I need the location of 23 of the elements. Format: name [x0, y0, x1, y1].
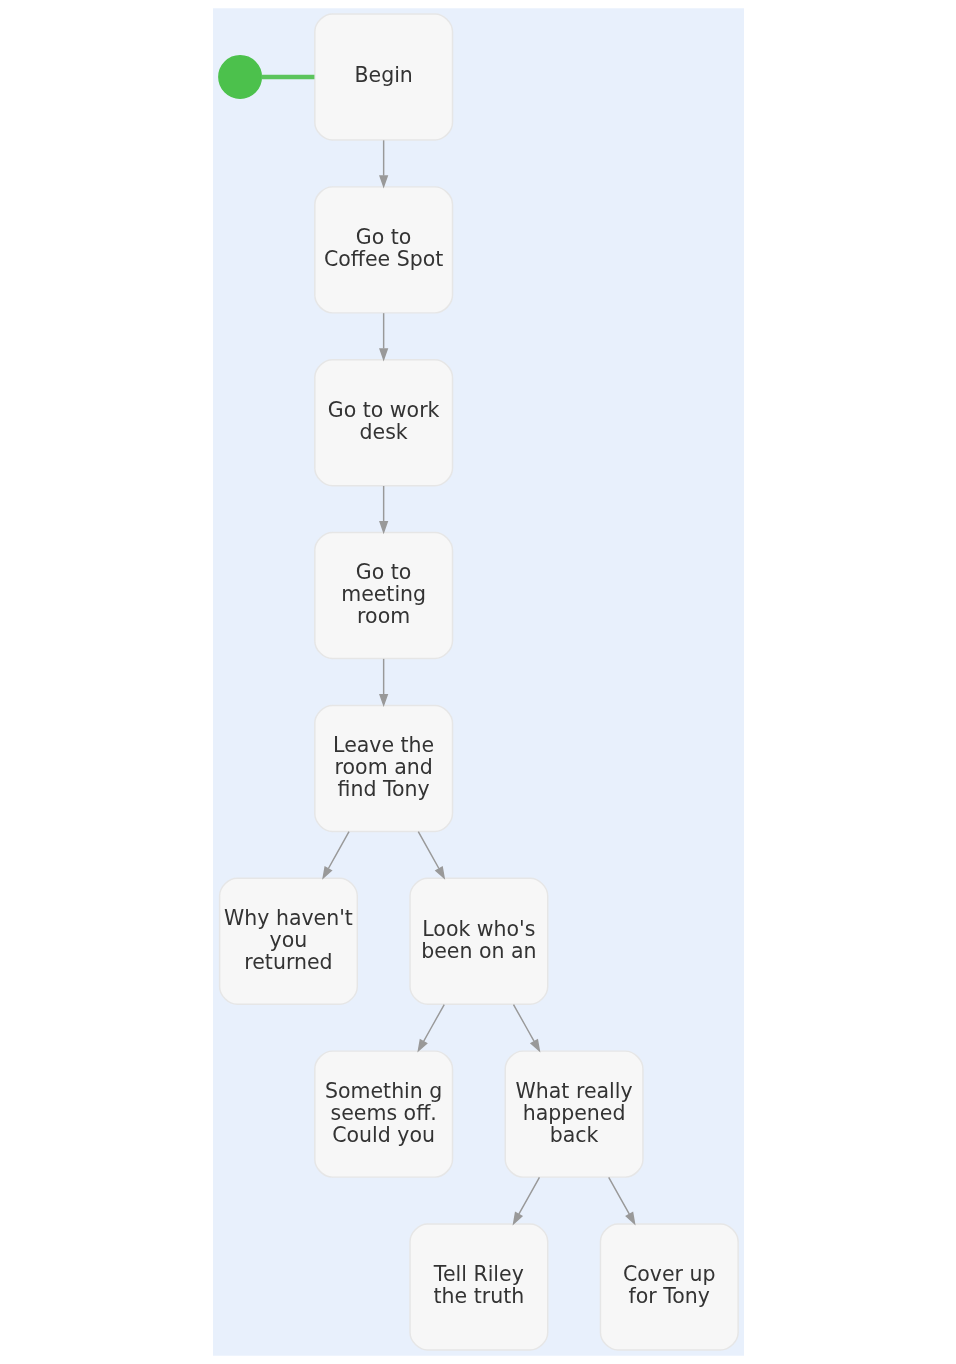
arrow: [378, 139, 388, 189]
node-box: What really happened back: [504, 1050, 644, 1178]
node-box: Go to Coffee Spot: [313, 186, 453, 314]
node-box: Begin: [313, 13, 453, 141]
arrow: [321, 831, 350, 880]
arrow: [378, 485, 388, 535]
node-box: Go to meeting room: [313, 531, 453, 660]
arrow: [512, 1003, 540, 1053]
node-box: Leave the room and find Tony: [313, 704, 453, 833]
node-box: Somethin g seems off. Could you: [313, 1050, 453, 1178]
arrow: [416, 1003, 445, 1053]
connector: [260, 74, 314, 80]
node-circle: [217, 55, 262, 99]
node-box: Cover up for Tony: [599, 1223, 739, 1351]
arrow: [512, 1176, 540, 1226]
node-box: Look who's been on an: [408, 877, 548, 1005]
node-box: Why haven't you returned: [218, 877, 358, 1005]
arrow: [417, 831, 445, 880]
node-box: Go to work desk: [313, 359, 453, 487]
node-box: Tell Riley the truth: [408, 1223, 548, 1351]
arrow: [607, 1176, 636, 1226]
arrow: [378, 658, 388, 708]
arrow: [378, 312, 388, 362]
